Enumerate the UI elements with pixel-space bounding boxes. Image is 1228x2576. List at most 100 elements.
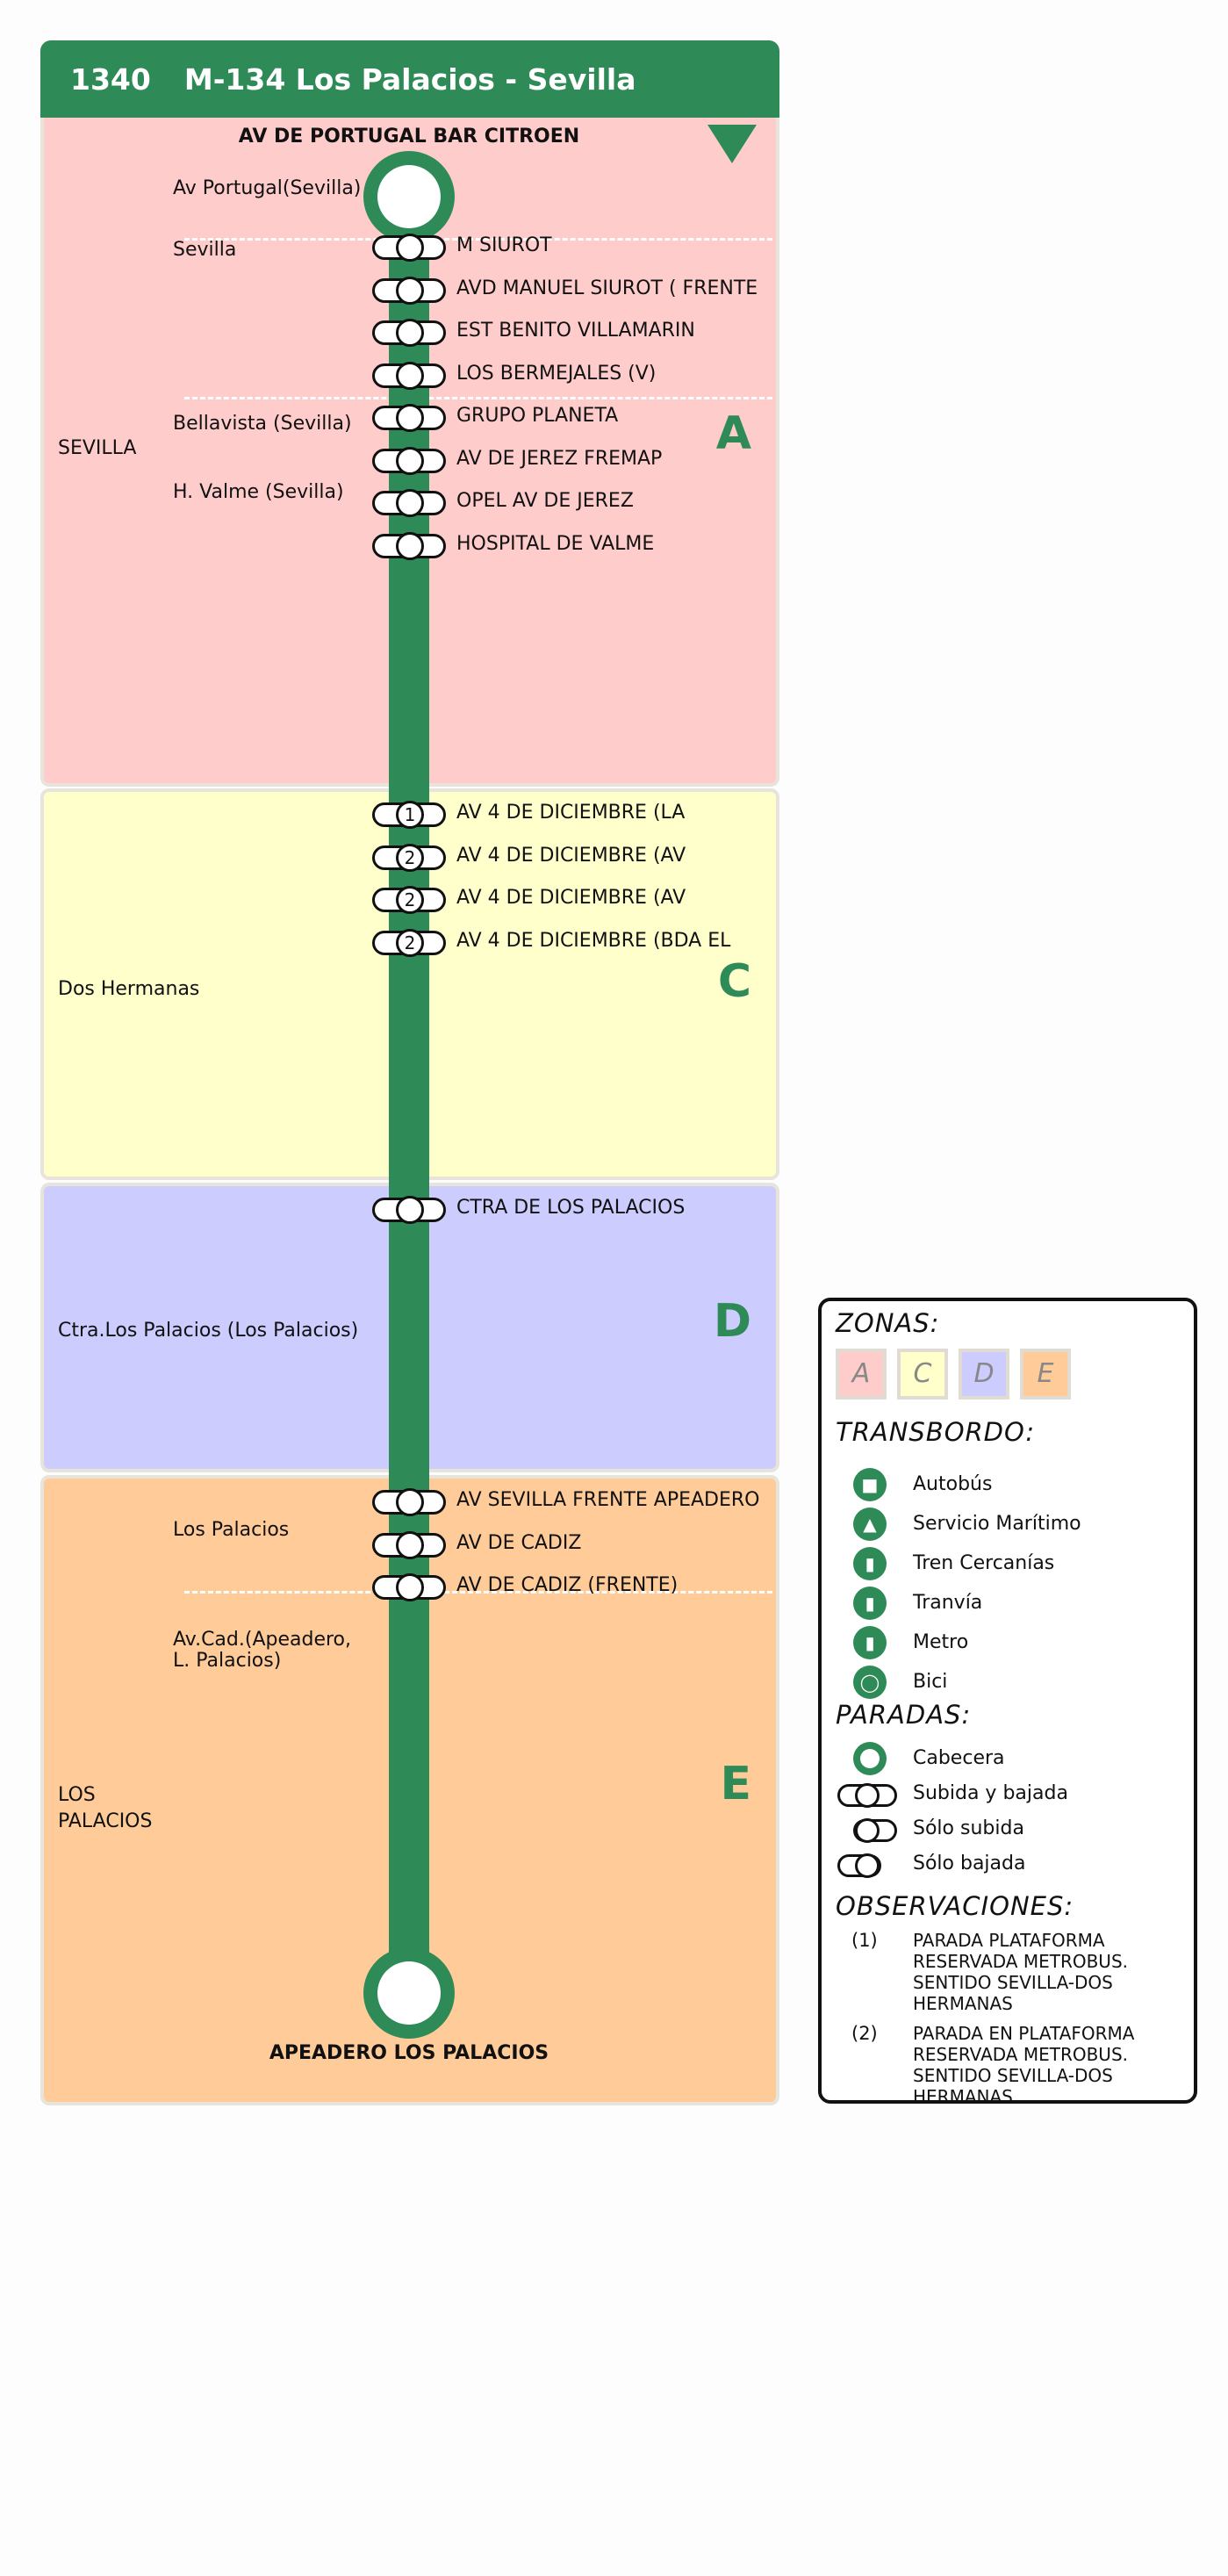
stop-marker[interactable] <box>372 319 446 347</box>
sublocality-label: Los Palacios <box>173 1519 290 1541</box>
destination-label: APEADERO LOS PALACIOS <box>269 2042 549 2064</box>
stop-name: LOS BERMEJALES (V) <box>456 363 657 385</box>
stop-note-badge: 2 <box>396 886 424 914</box>
stop-marker[interactable] <box>372 277 446 305</box>
legend-transfer-label: Servicio Marítimo <box>913 1513 1081 1535</box>
municipality-label: LOS PALACIOS <box>58 1784 153 1832</box>
legend-transfer-label: Tranvía <box>913 1592 983 1614</box>
bike-icon: ◯ <box>853 1666 887 1699</box>
stop-note-badge <box>396 1573 424 1601</box>
origin-terminal-icon[interactable] <box>363 151 455 242</box>
origin-label: AV DE PORTUGAL BAR CITROEN <box>238 126 580 148</box>
sublocality-label: Av.Cad.(Apeadero, L. Palacios) <box>173 1629 351 1672</box>
line-name: M-134 Los Palacios - Sevilla <box>183 61 636 97</box>
legend-transfer-label: Metro <box>913 1631 969 1653</box>
zone-letter: C <box>717 955 751 1008</box>
stop-marker[interactable] <box>372 1573 446 1601</box>
line-header: 1340 M-134 Los Palacios - Sevilla <box>40 40 779 118</box>
locality-divider <box>184 397 772 399</box>
legend-stop-type-label: Sólo bajada <box>913 1853 1026 1874</box>
stop-name: AV DE CADIZ (FRENTE) <box>456 1574 679 1596</box>
legend-panel: ZONAS: A C D E TRANSBORDO: ■ Autobús ▲ S… <box>818 1298 1197 2107</box>
legend-observations-title: OBSERVACIONES: <box>836 1891 1074 1921</box>
destination-terminal-icon[interactable] <box>363 1947 455 2039</box>
stop-note-badge <box>396 1488 424 1516</box>
municipality-label: Ctra.Los Palacios (Los Palacios) <box>58 1320 359 1342</box>
stop-note-badge <box>396 277 424 305</box>
stop-marker[interactable] <box>372 1488 446 1516</box>
legend-transfer-label: Autobús <box>913 1473 993 1495</box>
stop-marker[interactable]: 2 <box>372 844 446 872</box>
train-icon: ▮ <box>853 1547 887 1580</box>
stop-marker[interactable] <box>372 404 446 432</box>
stop-note-badge <box>396 1196 424 1224</box>
stop-note-badge <box>396 1531 424 1559</box>
stop-marker[interactable]: 2 <box>372 886 446 914</box>
stop-name: GRUPO PLANETA <box>456 405 619 427</box>
municipality-label: SEVILLA <box>58 437 137 459</box>
legend-transfer-label: Tren Cercanías <box>913 1552 1055 1574</box>
stop-name: AV 4 DE DICIEMBRE (LA <box>456 802 686 824</box>
sublocality-label: Av Portugal(Sevilla) <box>173 177 362 199</box>
stop-note-badge <box>396 319 424 347</box>
board-alight-stop-icon <box>837 1782 897 1809</box>
zone-letter: D <box>713 1295 751 1348</box>
legend-zone-chip: A <box>836 1349 887 1400</box>
stop-note-badge <box>396 234 424 262</box>
stop-name: AV 4 DE DICIEMBRE (AV <box>456 887 686 909</box>
stop-marker[interactable] <box>372 447 446 475</box>
locality-divider <box>184 1591 772 1594</box>
legend-stops-title: PARADAS: <box>836 1700 972 1730</box>
terminal-stop-icon <box>853 1742 887 1775</box>
zone-letter: A <box>715 407 751 460</box>
metro-icon: ▮ <box>853 1626 887 1659</box>
stop-note-badge <box>396 489 424 517</box>
stop-marker[interactable] <box>372 532 446 560</box>
stop-name: CTRA DE LOS PALACIOS <box>456 1197 686 1219</box>
stop-name: EST BENITO VILLAMARIN <box>456 320 695 342</box>
stop-note-badge <box>396 404 424 432</box>
stop-marker[interactable] <box>372 489 446 517</box>
stop-name: AVD MANUEL SIUROT ( FRENTE <box>456 277 758 299</box>
observation-number: (2) <box>851 2023 878 2044</box>
stop-note-badge: 2 <box>396 844 424 872</box>
legend-zone-chip: D <box>959 1349 1009 1400</box>
locality-divider <box>184 238 772 241</box>
stop-note-badge <box>396 362 424 390</box>
stop-marker[interactable]: 2 <box>372 929 446 957</box>
stop-marker[interactable] <box>372 362 446 390</box>
stop-marker[interactable]: 1 <box>372 801 446 829</box>
stop-name: M SIUROT <box>456 234 552 256</box>
line-number: 1340 <box>70 61 151 97</box>
legend-transfer-label: Bici <box>913 1671 948 1693</box>
observation-number: (1) <box>851 1930 878 1951</box>
direction-arrow-icon <box>707 125 757 163</box>
observation-text: PARADA EN PLATAFORMA RESERVADA METROBUS.… <box>913 2023 1135 2107</box>
stop-marker[interactable] <box>372 234 446 262</box>
legend-zone-chip: E <box>1020 1349 1071 1400</box>
stop-marker[interactable] <box>372 1531 446 1559</box>
legend-stop-type-label: Sólo subida <box>913 1817 1024 1839</box>
stop-name: HOSPITAL DE VALME <box>456 533 655 555</box>
stop-note-badge <box>396 532 424 560</box>
sublocality-label: Bellavista (Sevilla) <box>173 413 352 435</box>
legend-zone-chip: C <box>897 1349 948 1400</box>
legend-zones-title: ZONAS: <box>836 1308 940 1338</box>
stop-name: AV 4 DE DICIEMBRE (AV <box>456 845 686 867</box>
stop-marker[interactable] <box>372 1196 446 1224</box>
stop-name: AV 4 DE DICIEMBRE (BDA EL <box>456 930 731 952</box>
board-only-stop-icon <box>853 1817 897 1844</box>
stop-note-badge <box>396 447 424 475</box>
stop-name: AV DE CADIZ <box>456 1532 582 1554</box>
sublocality-label: Sevilla <box>173 239 237 261</box>
stop-note-badge: 1 <box>396 801 424 829</box>
legend-transfer-title: TRANSBORDO: <box>836 1417 1036 1447</box>
bus-icon: ■ <box>853 1468 887 1501</box>
alight-only-stop-icon <box>837 1853 881 1879</box>
observation-text: PARADA PLATAFORMA RESERVADA METROBUS. SE… <box>913 1930 1128 2014</box>
stop-note-badge: 2 <box>396 929 424 957</box>
zone-letter: E <box>720 1758 751 1810</box>
route-line <box>389 176 429 1997</box>
boat-icon: ▲ <box>853 1507 887 1541</box>
legend-stop-type-label: Subida y bajada <box>913 1782 1068 1804</box>
